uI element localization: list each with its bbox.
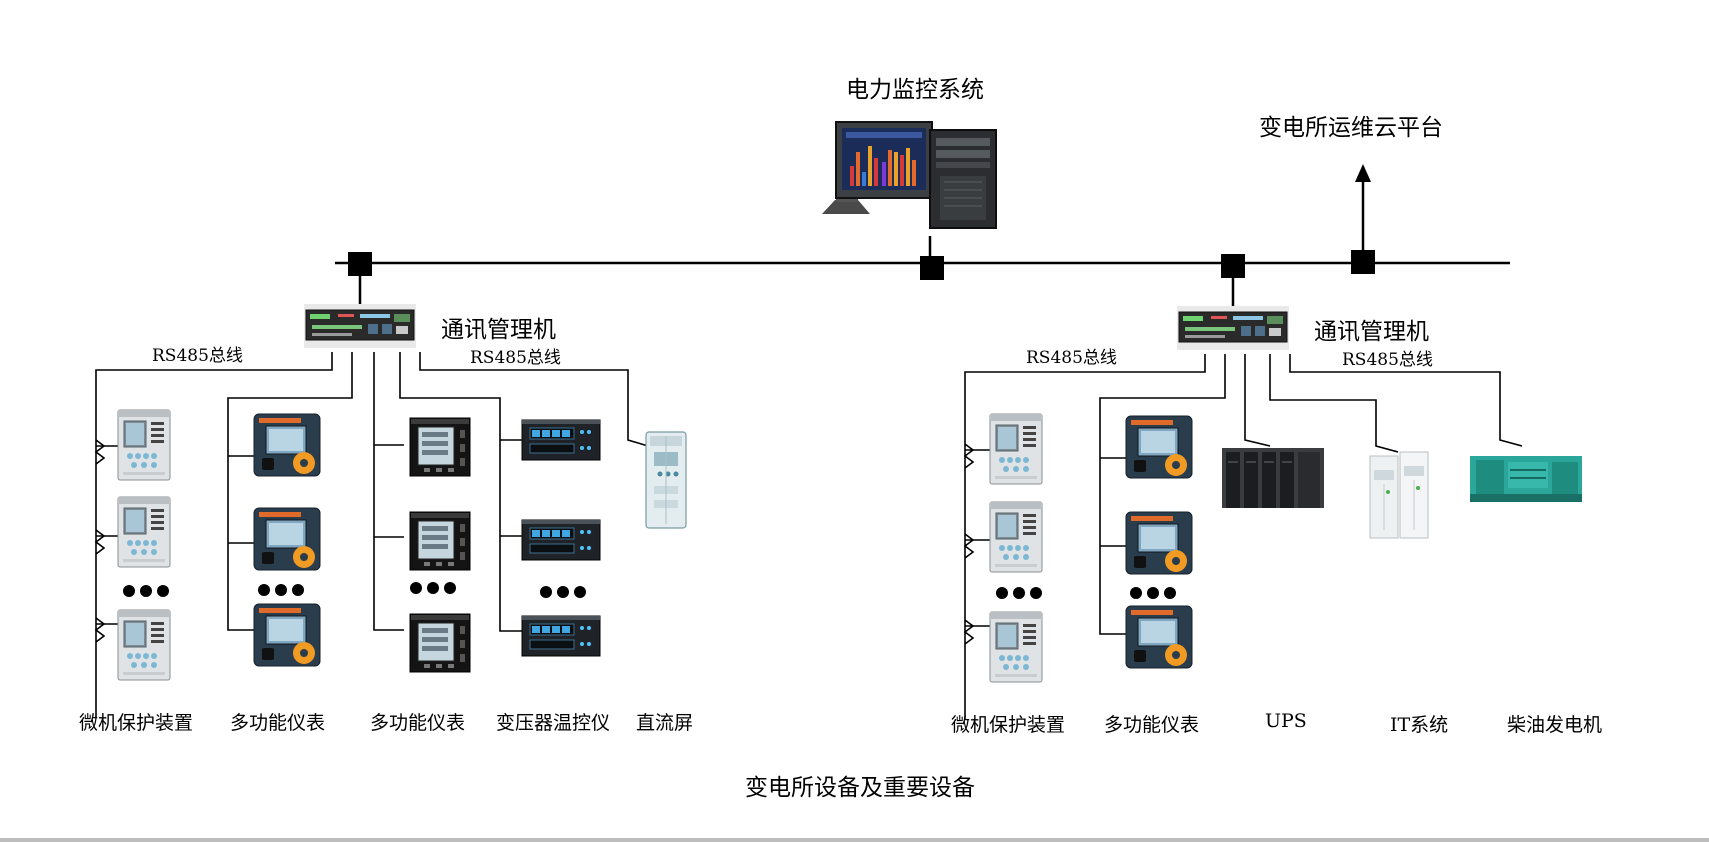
device-label: 微机保护装置 xyxy=(79,712,194,734)
rs485-label-left-a: RS485总线 xyxy=(152,346,243,366)
temperature-controller-icon xyxy=(521,615,601,657)
ups-rack-icon xyxy=(1222,448,1324,508)
protection-relay-icon xyxy=(989,501,1043,573)
protection-relay-icon xyxy=(989,611,1043,683)
multifunction-meter-icon xyxy=(253,507,321,571)
protection-relay-icon xyxy=(989,413,1043,485)
right-bus-wiring xyxy=(963,354,1523,720)
device-label: 多功能仪表 xyxy=(370,712,466,734)
device-label: 多功能仪表 xyxy=(230,712,326,734)
system-title: 电力监控系统 xyxy=(846,77,984,103)
protection-relay-icon xyxy=(117,496,171,568)
cloud-platform-label: 变电所运维云平台 xyxy=(1259,115,1443,141)
arrow-up-icon xyxy=(1355,164,1371,182)
ellipsis-dots xyxy=(123,582,586,598)
device-label: 直流屏 xyxy=(636,712,694,734)
protection-relay-icon xyxy=(117,409,171,481)
device-label: IT系统 xyxy=(1390,714,1449,736)
multifunction-meter-icon xyxy=(1125,605,1193,669)
multifunction-meter-icon xyxy=(253,603,321,667)
rs485-label-right-a: RS485总线 xyxy=(1026,348,1117,368)
left-bus-wiring xyxy=(94,352,649,718)
protection-relay-icon xyxy=(117,609,171,681)
ellipsis-dots xyxy=(996,587,1176,599)
device-label: 柴油发电机 xyxy=(1507,714,1603,736)
bottom-rule xyxy=(0,838,1709,842)
device-label: UPS xyxy=(1265,710,1307,732)
temperature-controller-icon xyxy=(521,419,601,461)
multifunction-meter-icon xyxy=(253,413,321,477)
bus-nodes xyxy=(348,250,1375,280)
rs485-label-right-b: RS485总线 xyxy=(1342,350,1433,370)
comm-manager-label-right: 通讯管理机 xyxy=(1314,319,1429,345)
monitoring-computer-icon xyxy=(822,121,997,229)
panel-meter-icon xyxy=(409,417,471,477)
panel-meter-icon xyxy=(409,511,471,571)
diesel-generator-icon xyxy=(1470,456,1582,502)
comm-manager-label-left: 通讯管理机 xyxy=(441,317,556,343)
comm-manager-icon xyxy=(1176,305,1290,351)
it-cabinet-icon xyxy=(1369,451,1429,539)
rs485-label-left-b: RS485总线 xyxy=(470,348,561,368)
multifunction-meter-icon xyxy=(1125,415,1193,479)
comm-manager-icon xyxy=(303,303,417,349)
diagram-caption: 变电所设备及重要设备 xyxy=(745,775,975,801)
multifunction-meter-icon xyxy=(1125,511,1193,575)
device-label: 多功能仪表 xyxy=(1104,714,1200,736)
device-label: 变压器温控仪 xyxy=(496,712,611,734)
dc-panel-icon xyxy=(645,431,687,529)
panel-meter-icon xyxy=(409,613,471,673)
device-label: 微机保护装置 xyxy=(951,714,1066,736)
temperature-controller-icon xyxy=(521,519,601,561)
